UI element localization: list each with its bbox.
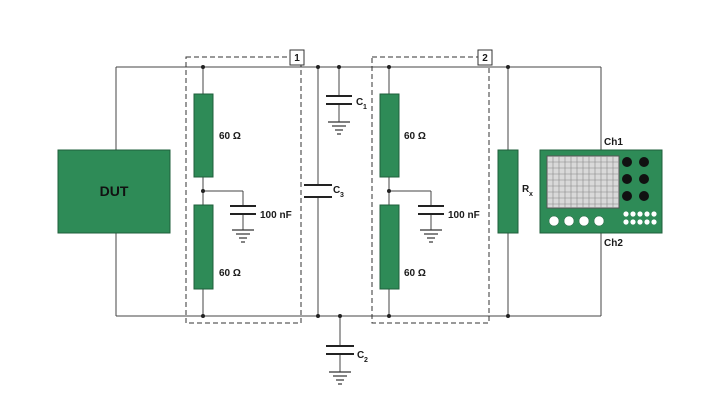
scope-knobs <box>622 157 649 201</box>
network-1-number: 1 <box>294 53 300 64</box>
dut-block: DUT <box>57 149 171 234</box>
c3-label: C <box>333 185 340 196</box>
ground-icon <box>328 121 350 135</box>
resistor-1-top-label: 60 Ω <box>219 131 241 142</box>
capacitor-1-label: 100 nF <box>260 210 292 221</box>
c2-subscript: 2 <box>364 357 368 364</box>
rx-label: R <box>522 184 530 195</box>
capacitor-c1: C 1 <box>326 95 367 135</box>
oscilloscope-icon: Ch1 Ch2 <box>539 137 663 249</box>
capacitor-2-label: 100 nF <box>448 210 480 221</box>
resistor-1-bottom-label: 60 Ω <box>219 268 241 279</box>
network-1-box <box>185 56 302 324</box>
ground-icon <box>420 229 442 243</box>
capacitor-c3: C 3 <box>304 184 344 199</box>
scope-small-buttons <box>623 211 657 225</box>
scope-ch1-label: Ch1 <box>604 137 623 148</box>
network-1-tag <box>289 49 305 66</box>
network-1: 1 60 Ω 60 Ω 100 nF <box>185 49 305 324</box>
scope-ch2-label: Ch2 <box>604 238 623 249</box>
resistor-2-bottom-label: 60 Ω <box>404 268 426 279</box>
capacitor-c2: C 2 <box>326 345 368 385</box>
dut-label: DUT <box>100 183 129 199</box>
c1-subscript: 1 <box>363 104 367 111</box>
c1-label: C <box>356 97 363 108</box>
scope-buttons <box>548 215 605 227</box>
junction-dots <box>201 65 510 318</box>
resistor-rx: R x <box>497 149 533 234</box>
c2-label: C <box>357 350 364 361</box>
network-2-box <box>371 56 490 324</box>
resistor-2-top-label: 60 Ω <box>404 131 426 142</box>
ground-icon <box>329 371 351 385</box>
wiring <box>115 66 602 372</box>
ground-icon <box>232 229 254 243</box>
network-2-number: 2 <box>482 53 488 64</box>
network-2: 2 60 Ω 60 Ω 100 nF <box>371 49 493 324</box>
resistor-2-top <box>379 93 400 178</box>
c3-subscript: 3 <box>340 192 344 199</box>
resistor-1-bottom <box>193 204 214 290</box>
scope-grid <box>547 156 619 208</box>
network-2-tag <box>477 49 493 66</box>
resistor-1-top <box>193 93 214 178</box>
rx-subscript: x <box>529 191 533 198</box>
resistor-2-bottom <box>379 204 400 290</box>
